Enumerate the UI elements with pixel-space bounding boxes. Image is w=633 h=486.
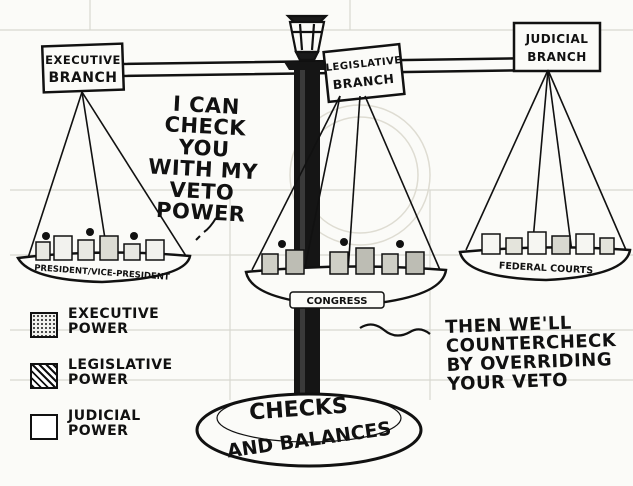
right-pan-strings: [465, 69, 627, 253]
left-pan-strings: [27, 91, 187, 259]
legislative-power-swatch: [30, 363, 58, 389]
legend-label-judicial: JUDICIAL POWER: [68, 408, 141, 440]
legend-item-judicial: JUDICIAL POWER: [26, 408, 196, 448]
veto-speech-text: I CAN CHECK YOU WITH MY VETO POWER: [147, 91, 259, 227]
legend-label-executive: EXECUTIVE POWER: [68, 306, 160, 338]
judicial-sign-line2: BRANCH: [527, 50, 587, 64]
center-pan-strings: [251, 95, 441, 273]
executive-branch-sign: EXECUTIVE BRANCH: [40, 42, 126, 94]
legend-item-executive: EXECUTIVE POWER: [26, 306, 196, 346]
legislative-sign-line2: BRANCH: [332, 71, 395, 92]
judicial-branch-sign: JUDICIAL BRANCH: [512, 21, 602, 73]
override-reply-text: THEN WE'LL COUNTERCHECK BY OVERRIDING YO…: [444, 312, 617, 396]
executive-power-swatch: [30, 312, 58, 338]
judicial-power-swatch: [30, 414, 58, 440]
central-pole: [284, 62, 330, 414]
center-pan: CONGRESS: [244, 238, 448, 309]
executive-sign-line1: EXECUTIVE: [45, 53, 121, 67]
right-pan-label: FEDERAL COURTS: [499, 261, 594, 277]
checks-and-balances-base: CHECKS AND BALANCES: [195, 392, 423, 468]
legend-item-legislative: LEGISLATIVE POWER: [26, 357, 196, 397]
lantern-top: [285, 14, 329, 62]
legend-label-legislative: LEGISLATIVE POWER: [68, 357, 173, 389]
legislative-branch-sign: LEGISLATIVE BRANCH: [322, 42, 406, 104]
reply-pointer: [359, 323, 431, 337]
speech-pointer: [195, 217, 217, 241]
left-pan: PRESIDENT/VICE-PRESIDENT: [16, 228, 192, 284]
right-pan: FEDERAL COURTS: [458, 231, 632, 282]
center-pan-label: CONGRESS: [307, 296, 368, 307]
judicial-sign-line1: JUDICIAL: [525, 32, 589, 46]
executive-sign-line2: BRANCH: [49, 70, 118, 86]
